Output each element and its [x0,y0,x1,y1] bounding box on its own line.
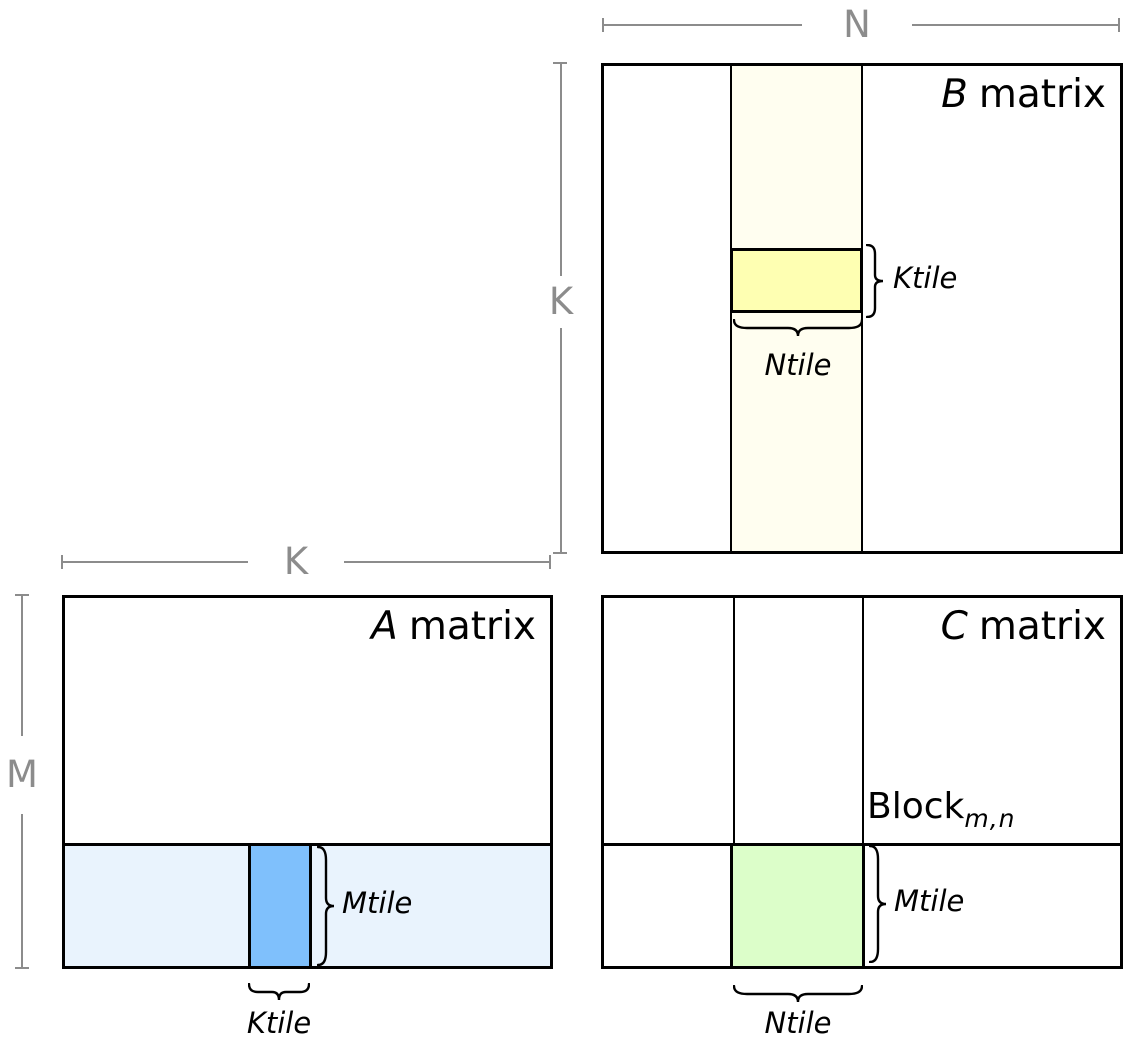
c-matrix-word: matrix [978,604,1106,649]
dim-k-left-tick-right [549,555,551,569]
a-mtile-brace [317,846,335,966]
c-ntile-brace [733,985,863,1003]
c-block-tile [730,843,865,966]
b-ktile-brace [866,244,884,318]
c-column-line-left [733,598,735,845]
c-ntile-label: Ntile [764,1006,832,1040]
a-ktile-block [248,843,312,966]
c-column-line-right [862,598,864,845]
c-block-word: Block [867,786,965,827]
a-ktile-label: Ktile [246,1006,312,1040]
dim-m-tick-top [15,594,29,596]
dim-k-left-tick-left [61,555,63,569]
dim-n-tick-right [1118,18,1120,32]
dim-n-tick-left [602,18,604,32]
dim-k-right-label: K [539,276,583,328]
b-ktile-label: Ktile [893,261,958,295]
b-ntile-brace [733,319,863,337]
b-matrix-letter: B [941,72,968,117]
a-matrix-letter: A [371,604,398,649]
b-matrix-word: matrix [978,72,1106,117]
c-mtile-label: Mtile [894,884,965,918]
dim-k-right-tick-top [553,62,567,64]
dim-k-left-label: K [248,540,344,584]
a-ktile-brace [248,983,310,1001]
a-mtile-label: Mtile [342,886,413,920]
c-mtile-brace [869,845,887,963]
b-ktile-block [730,248,863,313]
dim-n-label: N [802,3,912,47]
dim-k-right-tick-bottom [553,552,567,554]
dim-m-tick-bottom [15,967,29,969]
a-matrix-word: matrix [408,604,536,649]
c-matrix-letter: C [940,604,968,649]
c-block-mn-label: Blockm,n [867,787,1016,833]
dim-m-label: M [0,736,44,814]
c-block-subscript: m,n [964,804,1016,833]
b-ntile-label: Ntile [764,348,832,382]
